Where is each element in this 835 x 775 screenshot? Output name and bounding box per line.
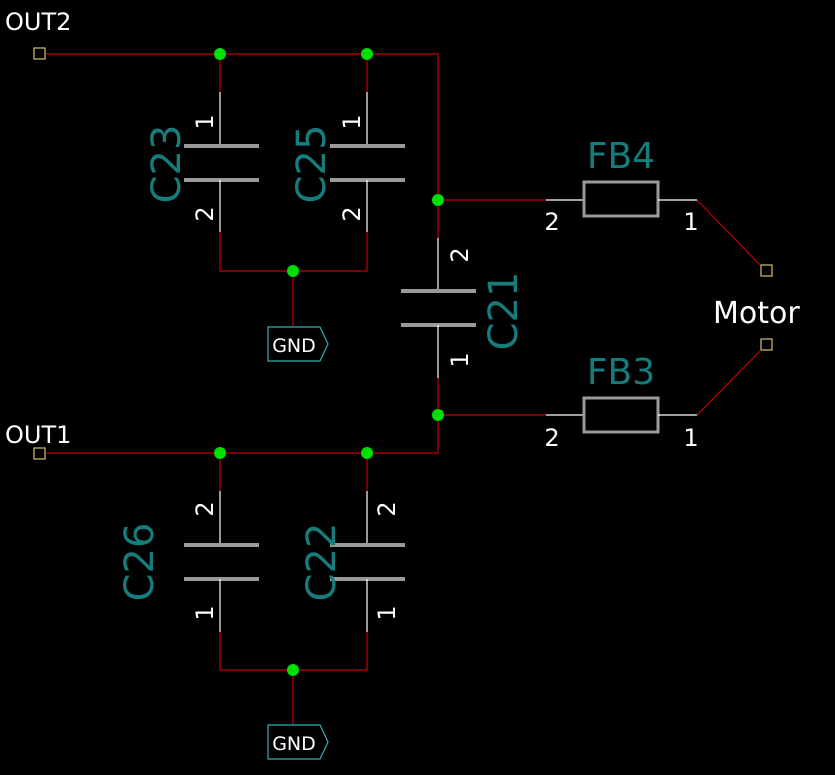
junction-dot [361, 447, 373, 459]
fb4-reference: FB4 [587, 136, 655, 177]
net-label-out2: OUT2 [5, 8, 71, 36]
fb3-reference: FB3 [587, 352, 655, 393]
junction-dot [214, 447, 226, 459]
c21-pin2-label: 2 [446, 247, 474, 262]
gnd-top-label: GND [272, 335, 316, 357]
fb3-pin2-label: 2 [544, 424, 559, 452]
c26-reference: C26 [117, 523, 163, 602]
junction-dot [361, 48, 373, 60]
c23-pin2-label: 2 [191, 206, 219, 221]
c21-pin1-label: 1 [446, 352, 474, 367]
c23-pin1-label: 1 [191, 114, 219, 129]
fb3-pin1-label: 1 [683, 424, 698, 452]
fb4-pin1-label: 1 [683, 208, 698, 236]
junctions [214, 48, 444, 676]
motor-port-marker-top[interactable] [760, 264, 773, 277]
fb4-pin2-label: 2 [544, 208, 559, 236]
net-label-motor: Motor [713, 296, 800, 331]
c25-reference: C25 [289, 125, 335, 204]
capacitor-c25[interactable]: 1 2 C25 [289, 92, 405, 232]
c23-reference: C23 [144, 125, 190, 204]
junction-dot [287, 664, 299, 676]
wire-out1 [46, 414, 546, 454]
wire-fb4-motor [696, 199, 761, 266]
ferrite-bead-fb4[interactable]: 2 1 FB4 [544, 136, 698, 236]
junction-dot [287, 265, 299, 277]
capacitor-c23[interactable]: 1 2 C23 [144, 92, 259, 232]
out2-port-marker[interactable] [33, 47, 46, 60]
wire-fb3-motor [696, 350, 761, 416]
capacitor-c26[interactable]: 2 1 C26 [117, 491, 259, 632]
junction-dot [432, 409, 444, 421]
capacitor-c22[interactable]: 2 1 C22 [299, 491, 405, 632]
c26-pin2-label: 2 [191, 501, 219, 516]
net-label-out1: OUT1 [5, 421, 71, 449]
c22-reference: C22 [299, 523, 345, 602]
ferrite-bead-fb3[interactable]: 2 1 FB3 [544, 352, 698, 452]
capacitor-c21[interactable]: 2 1 C21 [401, 238, 527, 378]
junction-dot [432, 194, 444, 206]
c22-pin1-label: 1 [373, 605, 401, 620]
junction-dot [214, 48, 226, 60]
c22-pin2-label: 2 [373, 501, 401, 516]
gnd-bottom-label: GND [272, 733, 316, 755]
c26-pin1-label: 1 [191, 605, 219, 620]
motor-port-marker-bottom[interactable] [760, 338, 773, 351]
gnd-symbol-top[interactable]: GND [267, 326, 329, 362]
wire-out2 [46, 53, 546, 201]
out1-port-marker[interactable] [33, 447, 46, 460]
gnd-symbol-bottom[interactable]: GND [267, 724, 329, 760]
c25-pin1-label: 1 [338, 114, 366, 129]
c25-pin2-label: 2 [338, 206, 366, 221]
c21-reference: C21 [481, 272, 527, 351]
